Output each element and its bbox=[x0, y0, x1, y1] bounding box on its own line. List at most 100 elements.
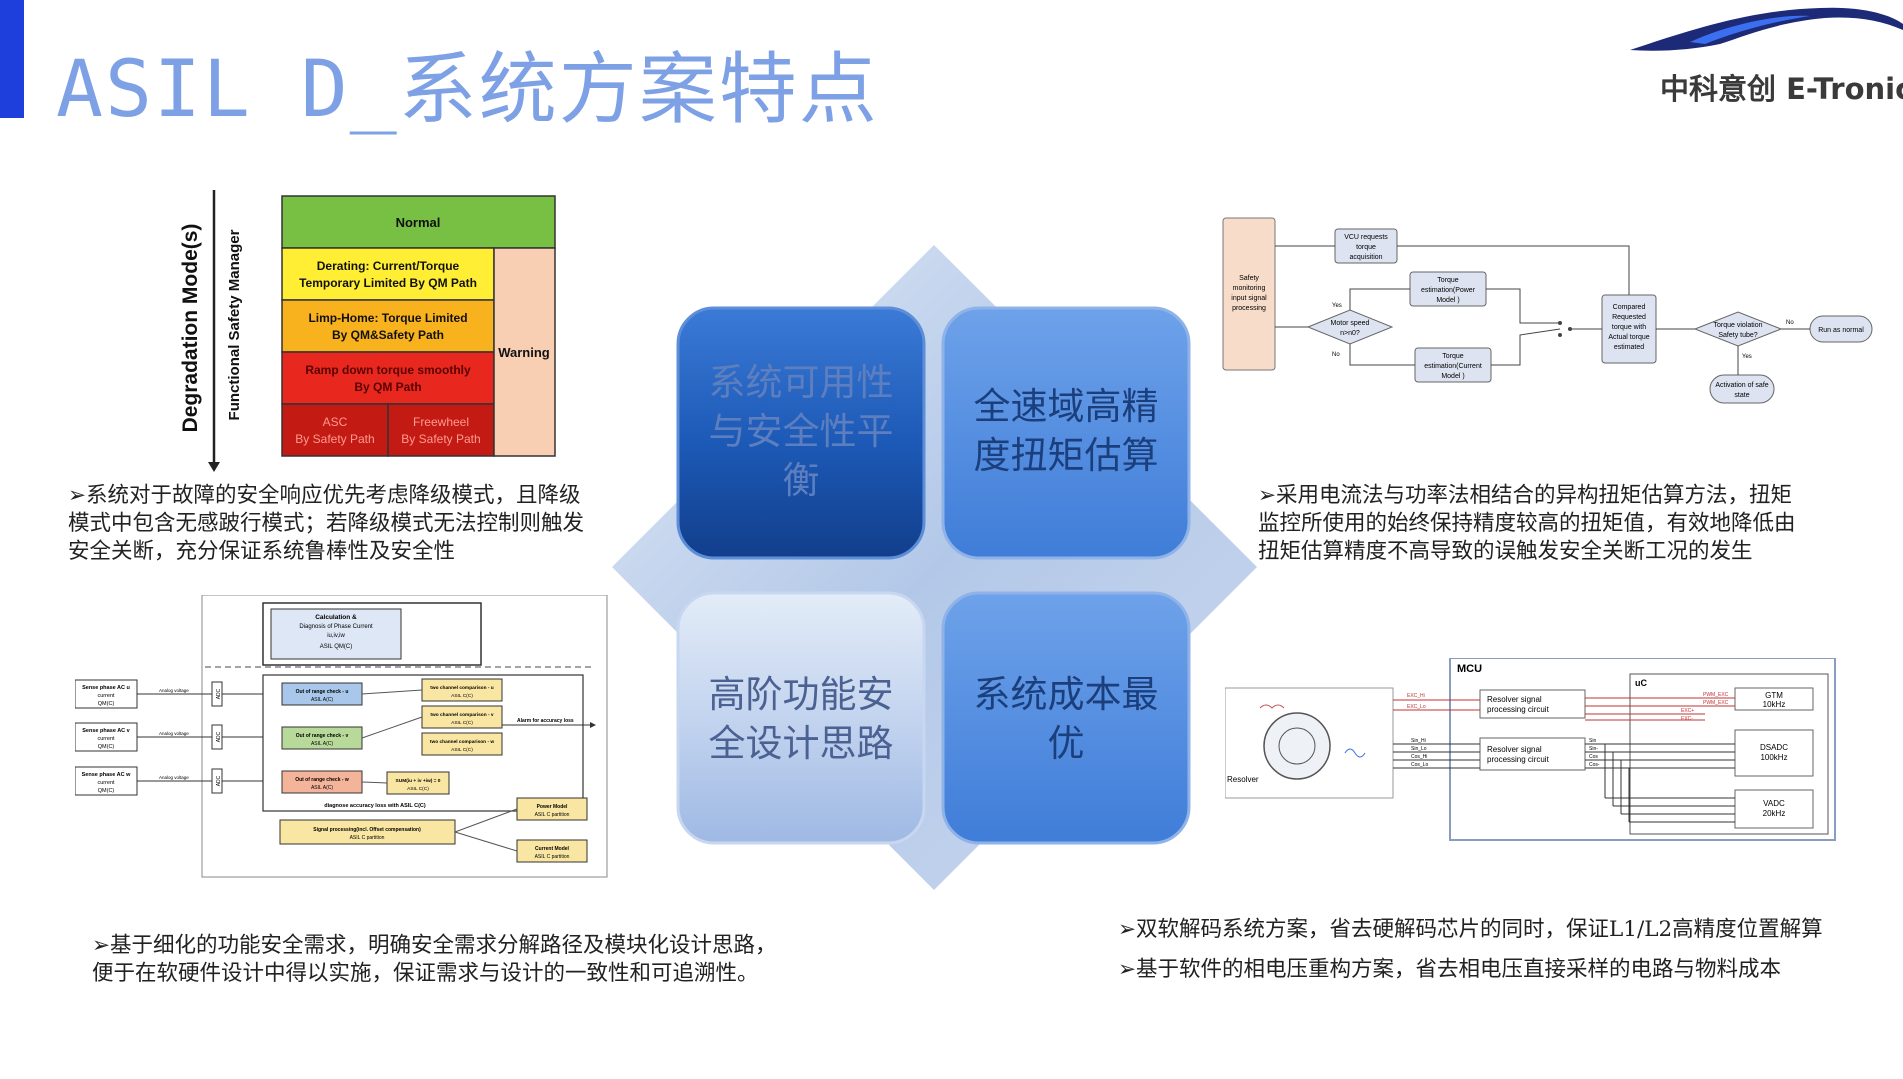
sin-lo-label: Sin_Lo bbox=[1411, 746, 1427, 752]
rsp1-label-1: Resolver signal bbox=[1487, 695, 1542, 704]
resolver-inner-circle-icon bbox=[1278, 727, 1316, 765]
quadrant-bottom-right bbox=[941, 591, 1191, 845]
warning-box bbox=[493, 247, 556, 457]
current-model-label-1: Current Model bbox=[535, 846, 570, 852]
two-ch-u-label: two channel comparison - u bbox=[430, 685, 494, 691]
derating-label-2: Temporary Limited By QM Path bbox=[299, 276, 477, 290]
calc-label-1: Calculation & bbox=[315, 614, 357, 621]
wire-power-model bbox=[454, 808, 518, 833]
cos-label: Cos bbox=[1589, 754, 1598, 760]
sense-w-box bbox=[75, 766, 138, 796]
quadrant-bottom-left-line-2: 全设计思路 bbox=[708, 722, 894, 765]
degradation-mode-diagram: Degradation Mode(s) Functional Safety Ma… bbox=[179, 190, 556, 472]
freewheel-label-1: Freewheel bbox=[413, 415, 469, 429]
wire-oor-w bbox=[361, 781, 388, 784]
right-top-line-2: 监控所使用的始终保持精度较高的扭矩值，有效地降低由 bbox=[1258, 511, 1796, 536]
left-top-line-2: 模式中包含无感跛行模式；若降级模式无法控制则触发 bbox=[68, 511, 585, 536]
vadc-label-2: 20kHz bbox=[1763, 809, 1786, 818]
quadrant-bottom-right-line-1: 系统成本最 bbox=[973, 673, 1159, 716]
yes-label-1: Yes bbox=[1332, 303, 1342, 309]
title-accent-bar bbox=[0, 0, 24, 118]
quadrant-top-left-line-2: 与安全性平 bbox=[708, 410, 894, 453]
gtm-box bbox=[1734, 687, 1814, 711]
left-top-description: ➢系统对于故障的安全响应优先考虑降级模式，且降级 模式中包含无感跛行模式；若降级… bbox=[68, 482, 584, 566]
power-est-label-1: Torque bbox=[1437, 277, 1459, 284]
power-model-label-2: ASIL C partition bbox=[535, 812, 570, 818]
two-ch-w-label: two channel comparison - w bbox=[430, 739, 495, 745]
vadc-label-1: VADC bbox=[1763, 799, 1785, 808]
quadrant-top-left-line-3: 衡 bbox=[782, 459, 820, 502]
asil-container-box bbox=[262, 674, 584, 812]
activation-box bbox=[1709, 374, 1775, 404]
wire-oor-v bbox=[361, 716, 423, 739]
adc-v-label: ADC bbox=[216, 731, 222, 742]
quadrant-bottom-right-text: 系统成本最 优 bbox=[943, 670, 1189, 768]
resolver-decoding-diagram: Resolver MCU uC Resolver signal processi… bbox=[1225, 658, 1836, 841]
sense-u-label-1: Sense phase AC u bbox=[82, 685, 130, 691]
calc-outer-box bbox=[262, 602, 482, 666]
company-logo-text: 中科意创 E-Tronic bbox=[1660, 72, 1903, 106]
left-top-line-1: ➢系统对于故障的安全响应优先考虑降级模式，且降级 bbox=[68, 483, 581, 508]
current-est-label-1: Torque bbox=[1442, 353, 1464, 360]
flowchart-connectors bbox=[1275, 245, 1810, 375]
wire-current-model bbox=[454, 831, 518, 852]
right-bottom-description: ➢双软解码系统方案，省去硬解码芯片的同时，保证L1/L2高精度位置解算 ➢基于软… bbox=[1118, 910, 1823, 990]
ramp-down-label-1: Ramp down torque smoothly bbox=[305, 363, 471, 377]
asc-label-2: By Safety Path bbox=[295, 432, 374, 446]
safety-monitoring-box bbox=[1222, 217, 1276, 371]
analog-v-label: Analog voltage bbox=[159, 731, 189, 736]
compared-label-2: Requested bbox=[1612, 314, 1646, 321]
safety-label-3: input signal bbox=[1231, 295, 1267, 302]
limp-home-label-2: By QM&Safety Path bbox=[332, 328, 444, 342]
exc-n-label: EXC- bbox=[1681, 716, 1693, 722]
analog-u-label: Analog voltage bbox=[159, 688, 189, 693]
rsp1-box bbox=[1479, 689, 1586, 719]
resolver-label: Resolver bbox=[1227, 775, 1259, 784]
derating-mode-box bbox=[281, 247, 495, 301]
alarm-label: Alarm for accuracy loss bbox=[517, 718, 574, 724]
calc-label-2: Diagnosis of Phase Current bbox=[299, 624, 373, 630]
left-bottom-line-1: ➢基于细化的功能安全需求，明确安全需求分解路径及模块化设计思路， bbox=[92, 933, 777, 958]
signal-processing-label-2: ASIL C partition bbox=[350, 835, 385, 841]
right-top-line-3: 扭矩估算精度不高导致的误触发安全关断工况的发生 bbox=[1258, 539, 1753, 564]
ramp-down-mode-box bbox=[281, 351, 495, 405]
quadrant-bottom-right-line-2: 优 bbox=[1047, 722, 1085, 765]
ramp-down-label-2: By QM Path bbox=[354, 380, 421, 394]
no-label-2: No bbox=[1786, 320, 1794, 326]
two-ch-u-asil: ASIL C(C) bbox=[451, 693, 473, 699]
diagnose-loss-label: diagnose accuracy loss with ASIL C(C) bbox=[324, 803, 426, 809]
oor-w-asil: ASIL A(C) bbox=[311, 785, 333, 791]
exc-p-label: EXC+ bbox=[1681, 708, 1694, 714]
sense-w-label-3: QM(C) bbox=[98, 788, 115, 794]
rsp1-label-2: processing circuit bbox=[1487, 705, 1550, 714]
oor-w-label: Out of range check - w bbox=[295, 777, 349, 783]
safety-label-2: monitoring bbox=[1233, 285, 1266, 292]
dsadc-box bbox=[1734, 729, 1814, 777]
normal-mode-label: Normal bbox=[396, 215, 441, 230]
wire-oor-u bbox=[361, 689, 423, 695]
quadrant-top-right-text: 全速域高精 度扭矩估算 bbox=[943, 382, 1189, 480]
sense-w-label-1: Sense phase AC w bbox=[82, 772, 131, 778]
sin-label: Sin bbox=[1589, 738, 1596, 744]
oor-u-label: Out of range check - u bbox=[296, 689, 349, 695]
vcu-label-2: torque bbox=[1356, 244, 1376, 251]
cos-n-label: Cos- bbox=[1589, 762, 1600, 768]
sine-wave-icon bbox=[1344, 748, 1366, 758]
sense-u-label-3: QM(C) bbox=[98, 701, 115, 707]
motor-speed-label-2: n>n0? bbox=[1340, 330, 1360, 337]
derating-label-1: Derating: Current/Torque bbox=[317, 259, 460, 273]
limp-home-label-1: Limp-Home: Torque Limited bbox=[308, 311, 467, 325]
quadrant-tiles bbox=[676, 306, 1191, 845]
adc-u-label: ADC bbox=[216, 688, 222, 699]
freewheel-mode-box bbox=[387, 403, 495, 457]
uc-label: uC bbox=[1635, 678, 1647, 688]
two-ch-v-asil: ASIL C(C) bbox=[451, 720, 473, 726]
sense-v-label-2: current bbox=[97, 736, 115, 742]
calc-label-4: ASIL QM(C) bbox=[320, 644, 352, 650]
resolver-rotor-icon bbox=[1263, 712, 1331, 780]
vcu-label-1: VCU requests bbox=[1344, 234, 1388, 241]
right-bottom-line-2: ➢基于软件的相电压重构方案，省去相电压直接采样的电路与物料成本 bbox=[1118, 957, 1782, 982]
cos-lo-label: Cos_Lo bbox=[1411, 762, 1428, 768]
gtm-label-2: 10kHz bbox=[1763, 700, 1786, 709]
sin-n-label: Sin- bbox=[1589, 746, 1598, 752]
